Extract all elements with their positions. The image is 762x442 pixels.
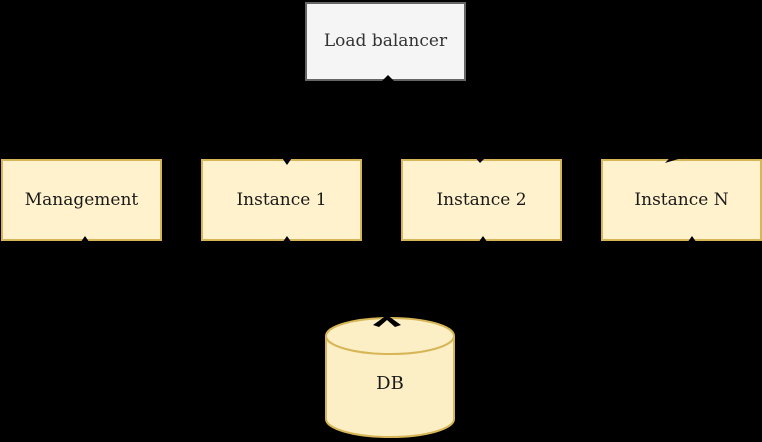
node-instance-2-label: Instance 2 [436, 189, 527, 210]
node-load-balancer[interactable]: Load balancer [305, 2, 466, 81]
node-db-label: DB [376, 373, 404, 394]
node-db[interactable]: DB [322, 315, 458, 440]
node-instance-1[interactable]: Instance 1 [201, 159, 362, 241]
node-instance-n[interactable]: Instance N [601, 159, 762, 241]
node-instance-1-label: Instance 1 [236, 189, 327, 210]
node-instance-n-label: Instance N [634, 189, 729, 210]
node-management[interactable]: Management [1, 159, 162, 241]
node-management-label: Management [24, 189, 139, 210]
node-instance-2[interactable]: Instance 2 [401, 159, 562, 241]
node-load-balancer-label: Load balancer [323, 31, 448, 52]
